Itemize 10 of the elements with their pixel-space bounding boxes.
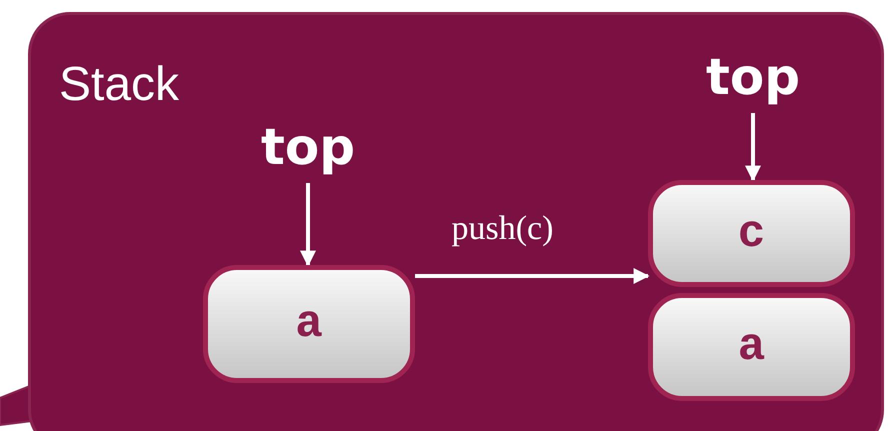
pointer-label: top bbox=[260, 122, 356, 172]
arrow bbox=[415, 268, 650, 284]
pointer-label: top bbox=[706, 52, 800, 102]
arrow bbox=[300, 183, 316, 267]
stack-element-box: a bbox=[203, 265, 415, 383]
stack-element-box: a bbox=[648, 293, 855, 401]
stack-panel bbox=[28, 12, 884, 431]
stack-title: Stack bbox=[59, 57, 180, 112]
arrow bbox=[745, 113, 761, 182]
stack-element-box: c bbox=[648, 180, 855, 287]
